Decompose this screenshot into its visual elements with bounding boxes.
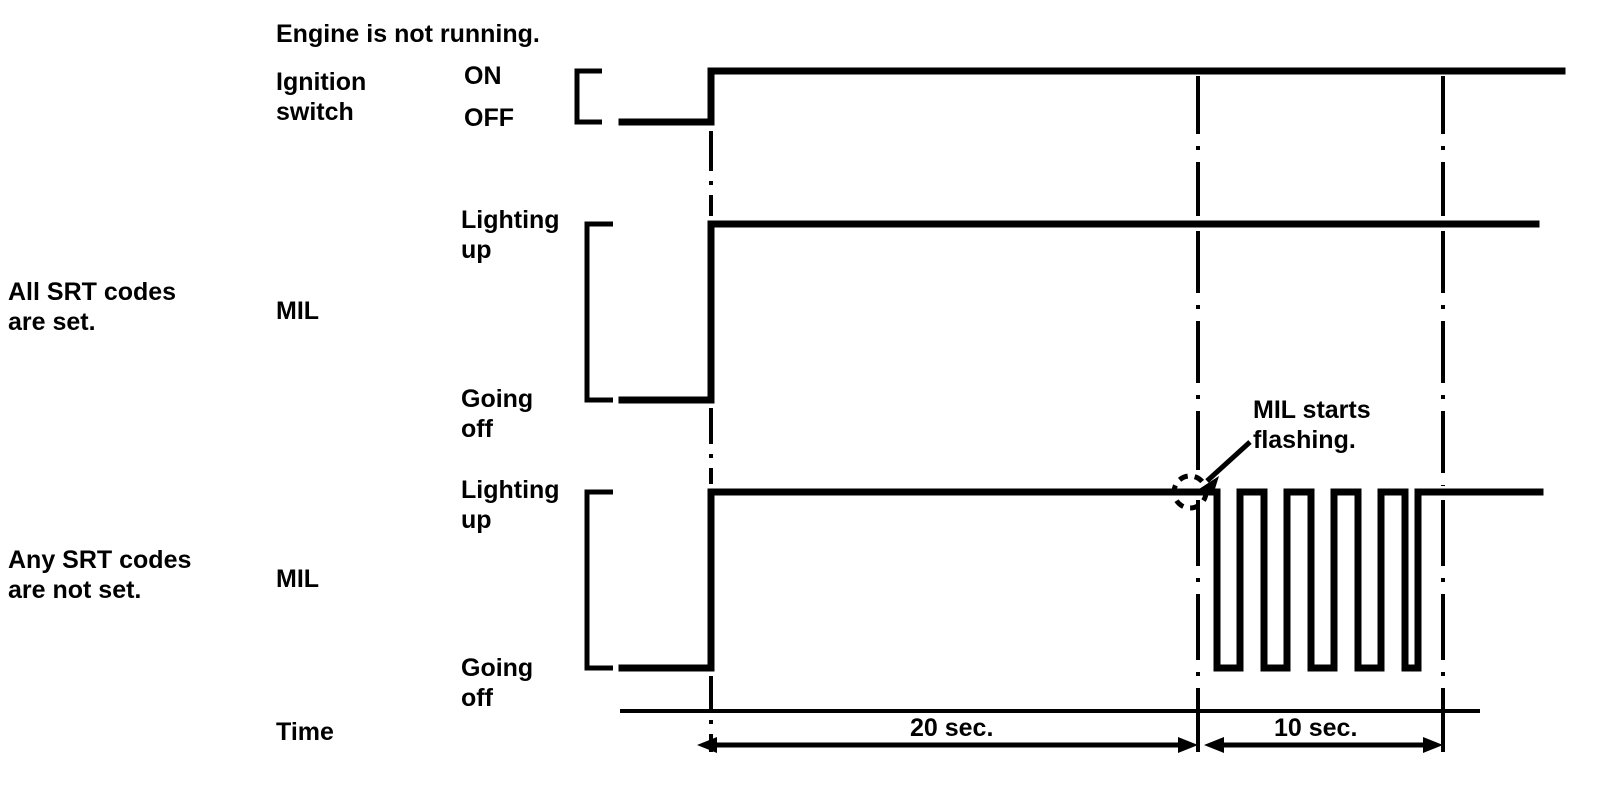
waveform-mil-any-srt-not-set	[618, 488, 1544, 672]
signal-label-mil-any-srt-not-set: MIL	[276, 565, 320, 593]
waveform-ignition-switch	[618, 67, 1566, 126]
dimension-arrowhead-20sec-right	[1178, 737, 1198, 753]
engine-state-note: Engine is not running.	[276, 20, 540, 48]
segment-label-10sec: 10 sec.	[1274, 714, 1358, 742]
bracket-ignition-switch	[574, 68, 602, 125]
annotation-arrowhead	[1196, 476, 1219, 492]
signal-label-mil-all-srt-set: MIL	[276, 297, 320, 325]
bracket-mil-any-srt-not-set	[584, 489, 613, 671]
level-label-mil1-lighting-up: Lighting up	[461, 206, 560, 264]
signal-label-ignition-switch: Ignition switch	[276, 68, 367, 126]
bracket-mil-all-srt-set	[584, 221, 613, 403]
waveform-mil-all-srt-set	[618, 220, 1540, 404]
dimension-arrowhead-10sec-left	[1204, 737, 1224, 753]
annotation-arrow	[1205, 440, 1252, 483]
dimension-arrowhead-20sec-left	[697, 737, 717, 753]
condition-any-srt-not-set: Any SRT codes are not set.	[8, 546, 192, 604]
dimension-arrowhead-10sec-right	[1423, 737, 1443, 753]
flash-start-marker-circle	[1171, 473, 1209, 511]
level-label-mil1-going-off: Going off	[461, 385, 534, 443]
annotation-mil-starts-flashing: MIL starts flashing.	[1253, 396, 1371, 454]
time-axis-label: Time	[276, 718, 334, 746]
level-label-mil2-lighting-up: Lighting up	[461, 476, 560, 534]
level-label-ignition-on: ON	[464, 62, 502, 90]
segment-label-20sec: 20 sec.	[910, 714, 994, 742]
condition-all-srt-set: All SRT codes are set.	[8, 278, 177, 336]
level-label-ignition-off: OFF	[464, 104, 514, 132]
level-label-mil2-going-off: Going off	[461, 654, 534, 712]
